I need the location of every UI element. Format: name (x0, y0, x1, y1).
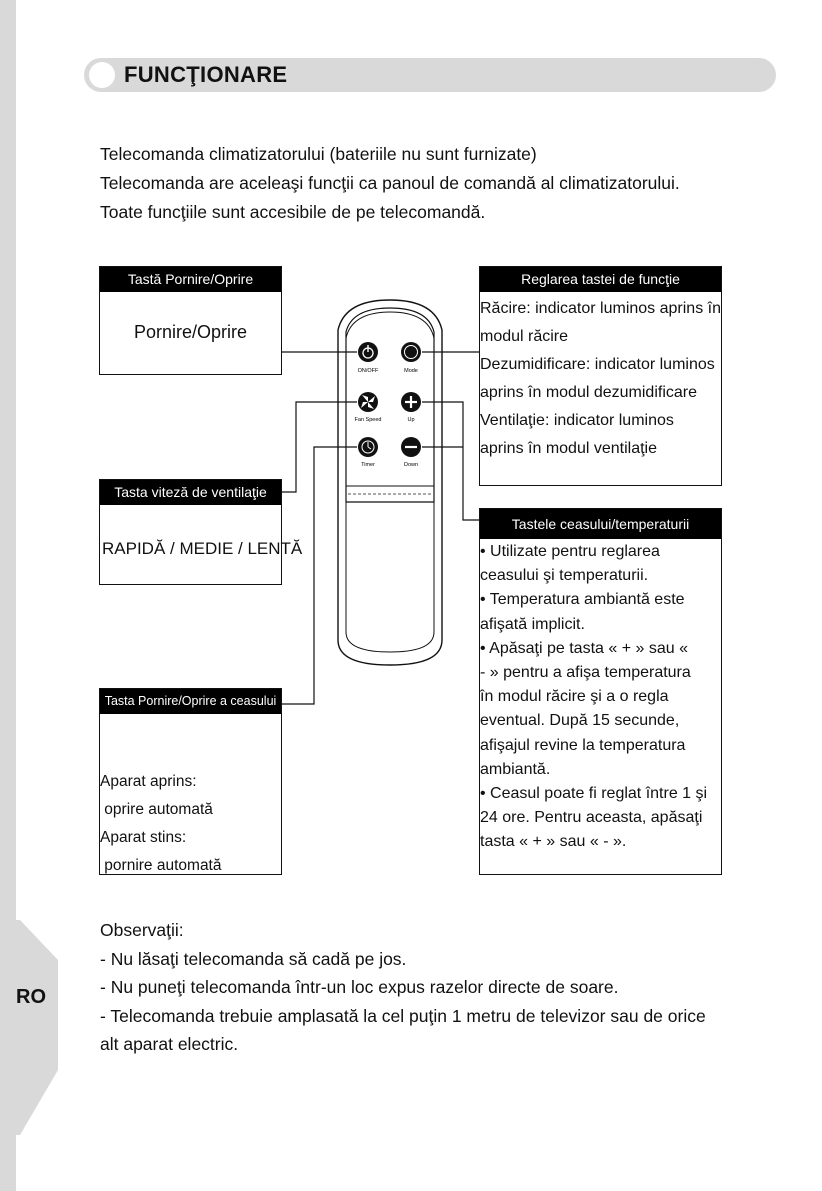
box-line: eventual. După 15 secunde, (480, 709, 721, 733)
box-line: aprins în modul ventilaţie (480, 435, 721, 463)
box-line: • Apăsaţi pe tasta « + » sau « (480, 637, 721, 661)
box-line: - » pentru a afişa temperatura (480, 661, 721, 685)
box-line: 24 ore. Pentru aceasta, apăsaţi (480, 806, 721, 830)
box-fan-speed: Tasta viteză de ventilaţie RAPIDĂ / MEDI… (99, 479, 282, 585)
box-line: oprire automată (100, 796, 281, 824)
box-clock-temp-keys: Tastele ceasului/temperaturii • Utilizat… (479, 508, 722, 875)
box-body: Răcire: indicator luminos aprins în modu… (480, 295, 721, 463)
timer-label: Timer (361, 462, 375, 468)
box-line: • Utilizate pentru reglarea (480, 540, 721, 564)
box-line: • Temperatura ambiantă este (480, 588, 721, 612)
box-line: ambiantă. (480, 758, 721, 782)
box-body: RAPIDĂ / MEDIE / LENTĂ (100, 535, 281, 563)
box-line: afişată implicit. (480, 613, 721, 637)
box-power-key: Tastă Pornire/Oprire Pornire/Oprire (99, 266, 282, 375)
box-line: Dezumidificare: indicator luminos (480, 351, 721, 379)
up-button (401, 392, 421, 412)
box-mode-key: Reglarea tastei de funcţie Răcire: indic… (479, 266, 722, 486)
observations: Observaţii: - Nu lăsaţi telecomanda să c… (100, 916, 724, 1059)
box-timer-key: Tasta Pornire/Oprire a ceasului Aparat a… (99, 688, 282, 875)
box-body: • Utilizate pentru reglarea ceasului şi … (480, 540, 721, 855)
box-line: ceasului şi temperaturii. (480, 564, 721, 588)
onoff-button (358, 342, 378, 362)
box-body: Pornire/Oprire (100, 318, 281, 346)
box-line: aprins în modul dezumidificare (480, 379, 721, 407)
up-label: Up (407, 417, 414, 423)
timer-button (358, 437, 378, 457)
box-title: Tasta viteză de ventilaţie (100, 480, 281, 505)
box-title: Tastele ceasului/temperaturii (480, 509, 721, 539)
box-line: în modul răcire şi a o regla (480, 685, 721, 709)
box-line: Aparat stins: (100, 824, 281, 852)
box-line: Ventilaţie: indicator luminos (480, 407, 721, 435)
remote-body (338, 300, 442, 665)
observation-item: - Nu puneţi telecomanda într-un loc expu… (100, 973, 724, 1002)
observation-item: - Telecomanda trebuie amplasată la cel p… (100, 1002, 724, 1059)
box-line: modul răcire (480, 323, 721, 351)
box-line: afişajul revine la temperatura (480, 734, 721, 758)
fan-speed-label: Fan Speed (355, 417, 382, 423)
mode-label: Mode (404, 368, 418, 374)
box-line: Răcire: indicator luminos aprins în (480, 295, 721, 323)
box-line: tasta « + » sau « - ». (480, 830, 721, 854)
mode-button (401, 342, 421, 362)
down-button (401, 437, 421, 457)
onoff-label: ON/OFF (358, 368, 379, 374)
fan-speed-button (358, 392, 378, 412)
box-line: pornire automată (100, 852, 281, 880)
box-title: Tastă Pornire/Oprire (100, 267, 281, 292)
box-line: Aparat aprins: (100, 768, 281, 796)
box-title: Reglarea tastei de funcţie (480, 267, 721, 292)
box-title: Tasta Pornire/Oprire a ceasului (100, 689, 281, 714)
observations-heading: Observaţii: (100, 916, 724, 945)
box-line: • Ceasul poate fi reglat între 1 şi (480, 782, 721, 806)
observation-item: - Nu lăsaţi telecomanda să cadă pe jos. (100, 945, 724, 974)
down-label: Down (404, 462, 418, 468)
